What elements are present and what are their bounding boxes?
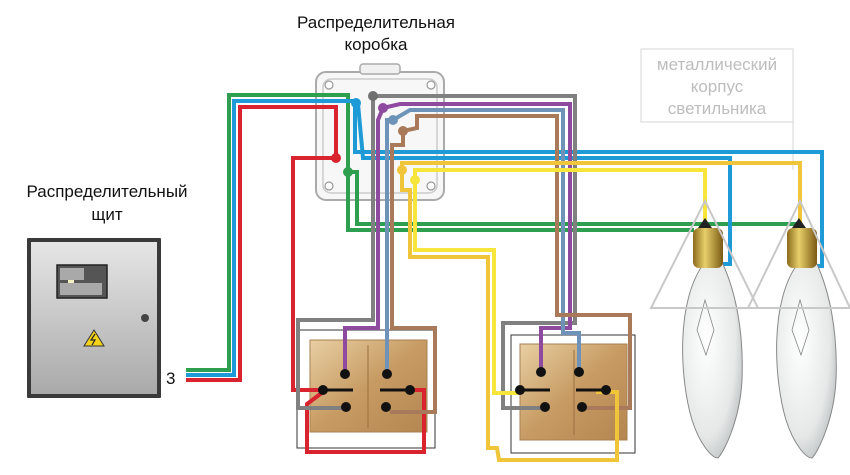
junction-box-label-line2: коробка xyxy=(345,35,409,54)
lamp-housing-label-line3: светильника xyxy=(668,99,767,118)
yellow-junction-dot xyxy=(410,175,420,185)
terminal-icon xyxy=(574,367,584,377)
lamp-housing-label-line2: корпус xyxy=(691,77,744,96)
wire-phase-bridge xyxy=(305,388,426,454)
wire-gray-1 xyxy=(296,96,375,410)
candle-bulb-2 xyxy=(776,218,837,459)
brown-junction-dot xyxy=(398,126,408,136)
bulb-contact xyxy=(698,218,712,228)
switch-2-terminals xyxy=(515,367,611,412)
bulb-base xyxy=(693,228,723,268)
screw-icon xyxy=(426,80,436,90)
gold-junction-dot xyxy=(397,165,407,175)
panel-label: Распределительный щит xyxy=(26,182,187,224)
ground-junction-dot xyxy=(343,167,353,177)
switch-1-terminals xyxy=(318,369,415,412)
distribution-panel xyxy=(27,238,161,398)
wire-gold-feed xyxy=(400,170,619,462)
candle-bulb-1 xyxy=(682,218,743,459)
wire-brown-1 xyxy=(390,131,437,414)
double-switch-1[interactable] xyxy=(296,329,436,449)
bulb-filament-icon xyxy=(791,298,810,357)
panel-lock-icon xyxy=(141,314,149,322)
bulb-base xyxy=(787,228,817,268)
wire-purple-1 xyxy=(343,107,385,374)
lamp-housing-label-box xyxy=(640,48,794,123)
wire-purple-2 xyxy=(382,102,572,372)
neutral-junction-dot xyxy=(351,98,361,108)
wire-phase-switch1 xyxy=(291,156,336,392)
wire-phase-feed xyxy=(186,105,338,382)
phase-junction-dot xyxy=(331,153,341,163)
bulb-contact xyxy=(792,218,806,228)
bulb-glass xyxy=(682,261,743,459)
high-voltage-warning-icon xyxy=(83,329,105,347)
wire-brown-2 xyxy=(402,114,632,410)
wire-ground-feed xyxy=(186,93,350,372)
bulb-glass xyxy=(776,261,837,459)
screw-icon xyxy=(324,80,334,90)
screw-icon xyxy=(324,181,334,191)
panel-breaker xyxy=(60,268,84,280)
lamp-housing-1 xyxy=(649,198,760,309)
screw-icon xyxy=(426,181,436,191)
lamp-housing-label-line1: металлический xyxy=(657,55,777,74)
junction-dots xyxy=(331,91,420,185)
panel-label-line2: щит xyxy=(91,205,122,224)
lamp-housing-2 xyxy=(746,198,850,309)
purple-junction-dot xyxy=(378,103,388,113)
lamp-housing-label: металлический корпус светильника xyxy=(657,55,777,118)
bulb-filament-icon xyxy=(696,298,715,357)
wire-gray-2 xyxy=(373,94,577,410)
gray-junction-dot xyxy=(368,91,378,101)
terminal-icon xyxy=(382,369,392,379)
wire-neutral-lamp1 xyxy=(356,103,732,266)
terminal-icon xyxy=(341,402,351,412)
wire-steelblue-2 xyxy=(391,108,581,372)
panel-breaker-row xyxy=(60,283,102,295)
wire-yellow-feed xyxy=(413,180,520,395)
terminal-icon xyxy=(536,367,546,377)
wire-ground-lamp2 xyxy=(346,172,694,232)
terminal-icon xyxy=(540,402,550,412)
steelblue-junction-dot xyxy=(388,115,398,125)
terminal-icon xyxy=(340,369,350,379)
panel-label-line1: Распределительный xyxy=(26,182,187,201)
junction-box-label: Распределительная коробка xyxy=(297,13,455,54)
terminal-icon xyxy=(577,402,587,412)
junction-box-label-line1: Распределительная xyxy=(297,13,455,32)
panel-indicator-icon xyxy=(68,280,74,283)
cable-count-label: 3 xyxy=(166,369,175,388)
terminal-icon xyxy=(381,402,391,412)
